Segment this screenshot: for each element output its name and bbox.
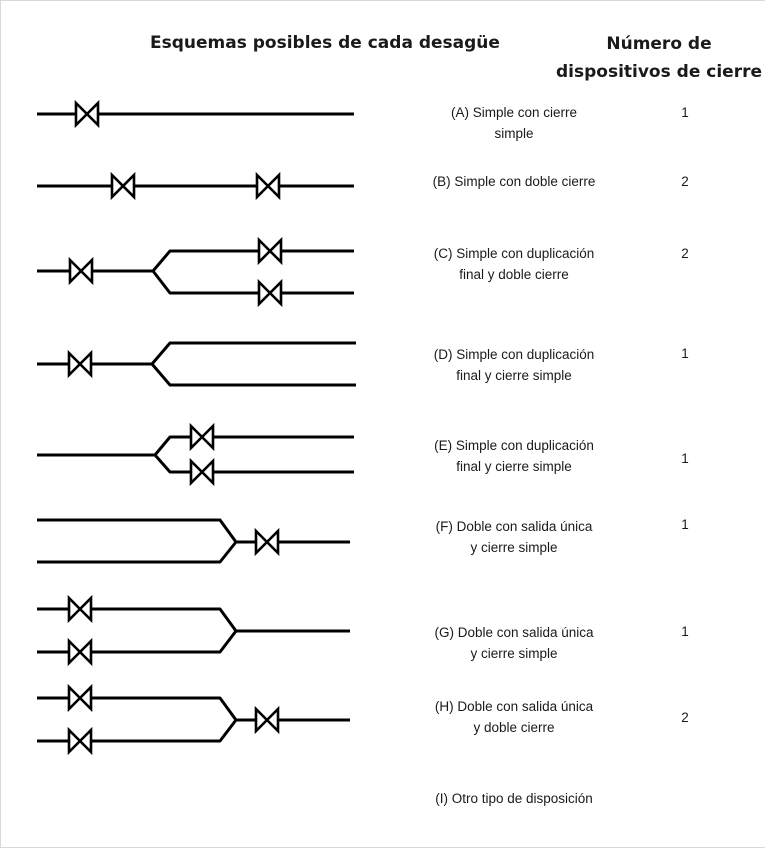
row-f-label-line1: (F) Doble con salida única	[435, 519, 593, 534]
valve-icon	[67, 685, 93, 711]
scheme-e	[37, 424, 354, 485]
valve-icon	[257, 280, 283, 306]
row-a-count: 1	[681, 105, 689, 120]
scheme-h	[37, 685, 350, 754]
row-d-label-line2: final y cierre simple	[456, 368, 572, 383]
row-c-count: 2	[681, 246, 689, 261]
valve-icon	[257, 238, 283, 264]
row-g-count: 1	[681, 624, 689, 639]
row-g-label-line2: y cierre simple	[470, 646, 558, 661]
row-a-label-line1: (A) Simple con cierre	[450, 105, 578, 120]
row-b-label-line1: (B) Simple con doble cierre	[432, 174, 596, 189]
row-g-label-line1: (G) Doble con salida única	[434, 625, 594, 640]
row-b-count: 2	[681, 174, 689, 189]
row-c-label-line1: (C) Simple con duplicación	[433, 246, 595, 261]
row-f-label: (F) Doble con salida única y cierre simp…	[392, 516, 636, 558]
scheme-g	[37, 596, 350, 665]
row-f-label-line2: y cierre simple	[470, 540, 558, 555]
row-d-label: (D) Simple con duplicación final y cierr…	[392, 344, 636, 386]
valve-icon	[254, 529, 280, 555]
row-d-label-line1: (D) Simple con duplicación	[433, 347, 595, 362]
row-d-count: 1	[681, 346, 689, 361]
valve-icon	[67, 596, 93, 622]
row-h-count: 2	[681, 710, 689, 725]
row-b-label: (B) Simple con doble cierre	[392, 171, 636, 192]
row-g-label: (G) Doble con salida única y cierre simp…	[392, 622, 636, 664]
row-h-label: (H) Doble con salida única y doble cierr…	[392, 696, 636, 738]
row-i-label: (I) Otro tipo de disposición	[392, 788, 636, 809]
valve-icon	[74, 101, 100, 127]
count-heading: Número de dispositivos de cierre	[552, 30, 766, 86]
row-c-label-line2: final y doble cierre	[459, 267, 569, 282]
scheme-d	[37, 341, 356, 387]
row-e-label-line1: (E) Simple con duplicación	[434, 438, 594, 453]
row-e-label: (E) Simple con duplicación final y cierr…	[392, 435, 636, 477]
count-heading-line2: dispositivos de cierre	[555, 62, 762, 82]
row-i-label-line1: (I) Otro tipo de disposición	[435, 791, 593, 806]
scheme-b	[37, 173, 354, 199]
row-f-count: 1	[681, 517, 689, 532]
row-c-label: (C) Simple con duplicación final y doble…	[392, 243, 636, 285]
scheme-f	[37, 518, 350, 564]
row-a-label: (A) Simple con cierre simple	[392, 102, 636, 144]
scheme-a	[37, 101, 354, 127]
valve-icon	[255, 173, 281, 199]
valve-icon	[68, 258, 94, 284]
row-a-label-line2: simple	[494, 126, 534, 141]
valve-icon	[67, 351, 93, 377]
scheme-c	[37, 238, 354, 306]
valve-icon	[67, 728, 93, 754]
schemes-heading: Esquemas posibles de cada desagüe	[150, 33, 500, 53]
row-e-count: 1	[681, 451, 689, 466]
row-h-label-line1: (H) Doble con salida única	[434, 699, 594, 714]
valve-icon	[189, 459, 215, 485]
valve-icon	[254, 707, 280, 733]
count-heading-line1: Número de	[606, 34, 712, 54]
valve-icon	[110, 173, 136, 199]
valve-icon	[189, 424, 215, 450]
row-h-label-line2: y doble cierre	[473, 720, 555, 735]
row-e-label-line2: final y cierre simple	[456, 459, 572, 474]
valve-icon	[67, 639, 93, 665]
